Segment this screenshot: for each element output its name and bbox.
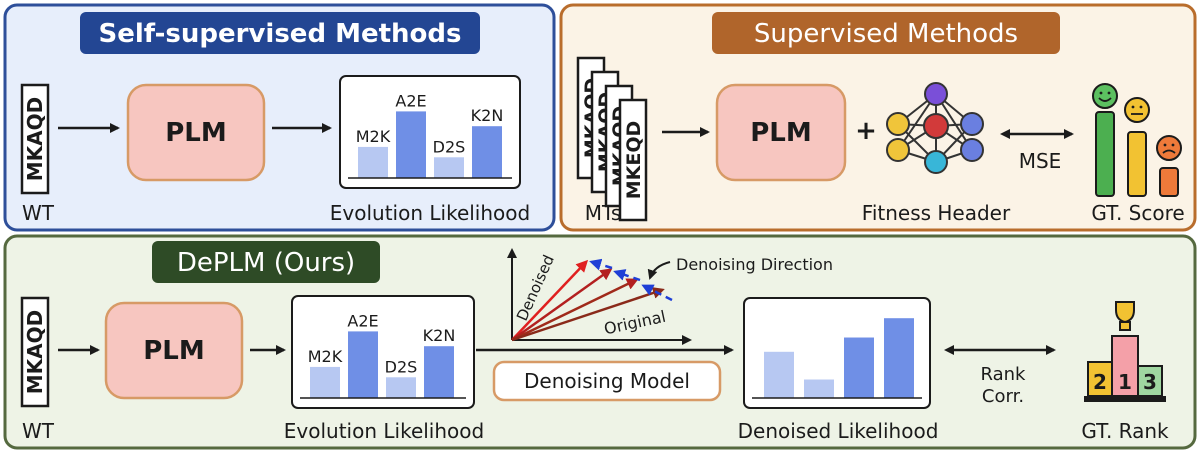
network-node <box>960 112 984 136</box>
bar-a2e <box>348 331 378 398</box>
bar-1 <box>804 379 834 398</box>
supervised-title: Supervised Methods <box>754 19 1018 49</box>
bar-m2k <box>358 146 388 178</box>
bar-d2s <box>434 157 464 178</box>
vector-denoised <box>511 259 589 341</box>
wt-sequence: MKAQD <box>23 97 47 181</box>
denoising-model-box <box>492 360 722 402</box>
network-node <box>924 150 948 174</box>
self-supervised-panel: Self-supervised Methods MKAQD WT PLM M2K… <box>3 3 556 232</box>
denoising-model-label: Denoising Model <box>524 369 690 393</box>
deplm-plm-block <box>104 301 244 400</box>
deplm-title-bar <box>152 241 380 283</box>
deplm-evolution-likelihood-caption: Evolution Likelihood <box>284 419 484 443</box>
happy-face-icon <box>1092 83 1118 109</box>
mts-caption: MTs <box>585 201 622 225</box>
wt-sequence-box <box>20 83 50 195</box>
deplm-wt-caption: WT <box>22 419 55 443</box>
mutant-sequence: MKEQD <box>623 121 645 200</box>
fitness-header-network <box>886 82 984 174</box>
denoised-likelihood-caption: Denoised Likelihood <box>738 419 939 443</box>
denoising-step-3 <box>589 258 613 271</box>
gt-score-caption: GT. Score <box>1091 201 1184 225</box>
podium-third <box>1137 365 1163 397</box>
bar-label: M2K <box>356 127 391 146</box>
evolution-likelihood-caption: Evolution Likelihood <box>330 201 530 225</box>
fitness-header-caption: Fitness Header <box>862 201 1011 225</box>
vector-original <box>511 287 665 342</box>
self-supervised-title-bar <box>80 12 480 54</box>
direction-pointer <box>647 261 671 280</box>
podium-label-second: 2 <box>1093 370 1107 394</box>
deplm-plm-label: PLM <box>143 336 205 366</box>
network-node <box>886 112 910 136</box>
podium-label-third: 3 <box>1143 370 1157 394</box>
plus-sign: + <box>855 116 877 146</box>
mutant-sequences-stack: MKAQDMKAQDMKAQDMKEQD <box>576 56 648 222</box>
gt-score-bars <box>1092 83 1182 197</box>
mutant-sequence-card <box>618 98 648 222</box>
rank-corr-label-line1: Rank <box>981 364 1027 385</box>
bar-a2e <box>396 111 426 178</box>
deplm-wt-sequence-box <box>20 296 50 408</box>
wt-caption: WT <box>22 201 55 225</box>
bar-label: D2S <box>433 137 466 156</box>
plm-label-supervised: PLM <box>750 118 812 148</box>
neutral-face-icon <box>1124 97 1150 123</box>
denoising-step-1 <box>641 284 673 302</box>
trophy-icon <box>1115 301 1135 324</box>
podium-icon: 2 1 3 <box>1084 301 1166 402</box>
bar-k2n <box>424 346 454 398</box>
bar-label: D2S <box>385 357 418 376</box>
plm-block-supervised <box>715 83 847 182</box>
vector-mid-2 <box>511 278 639 342</box>
mse-label: MSE <box>1019 149 1062 173</box>
denoising-step-2 <box>613 269 641 282</box>
bar-m2k <box>310 366 340 398</box>
score-bar-mid <box>1127 131 1147 197</box>
gt-rank-caption: GT. Rank <box>1081 419 1169 443</box>
supervised-title-bar <box>712 12 1060 54</box>
plm-block <box>126 83 266 182</box>
deplm-title: DePLM (Ours) <box>177 248 355 278</box>
bar-d2s <box>386 377 416 398</box>
deplm-wt-sequence: MKAQD <box>23 310 47 394</box>
self-supervised-title: Self-supervised Methods <box>99 19 462 49</box>
network-node <box>960 138 984 162</box>
denoising-direction-label: Denoising Direction <box>676 255 833 274</box>
supervised-panel: Supervised Methods MKAQDMKAQDMKAQDMKEQD … <box>559 3 1197 232</box>
network-node <box>886 138 910 162</box>
bar-label: K2N <box>471 106 504 125</box>
score-bar-high <box>1095 111 1115 197</box>
podium-label-first: 1 <box>1118 370 1132 394</box>
bar-label: M2K <box>308 347 343 366</box>
rank-corr-label-line2: Corr. <box>982 386 1024 407</box>
sad-face-icon <box>1156 135 1182 161</box>
bar-2 <box>844 337 874 398</box>
bar-k2n <box>472 126 502 178</box>
bar-label: K2N <box>423 326 456 345</box>
bar-0 <box>764 351 794 398</box>
network-node <box>924 82 948 106</box>
plm-label: PLM <box>165 118 227 148</box>
bar-label: A2E <box>347 311 378 330</box>
bar-3 <box>884 318 914 398</box>
vector-mid-1 <box>511 268 613 342</box>
denoised-likelihood-bars <box>764 318 914 398</box>
bar-label: A2E <box>395 91 426 110</box>
score-bar-low <box>1159 167 1179 197</box>
network-node <box>923 113 949 139</box>
